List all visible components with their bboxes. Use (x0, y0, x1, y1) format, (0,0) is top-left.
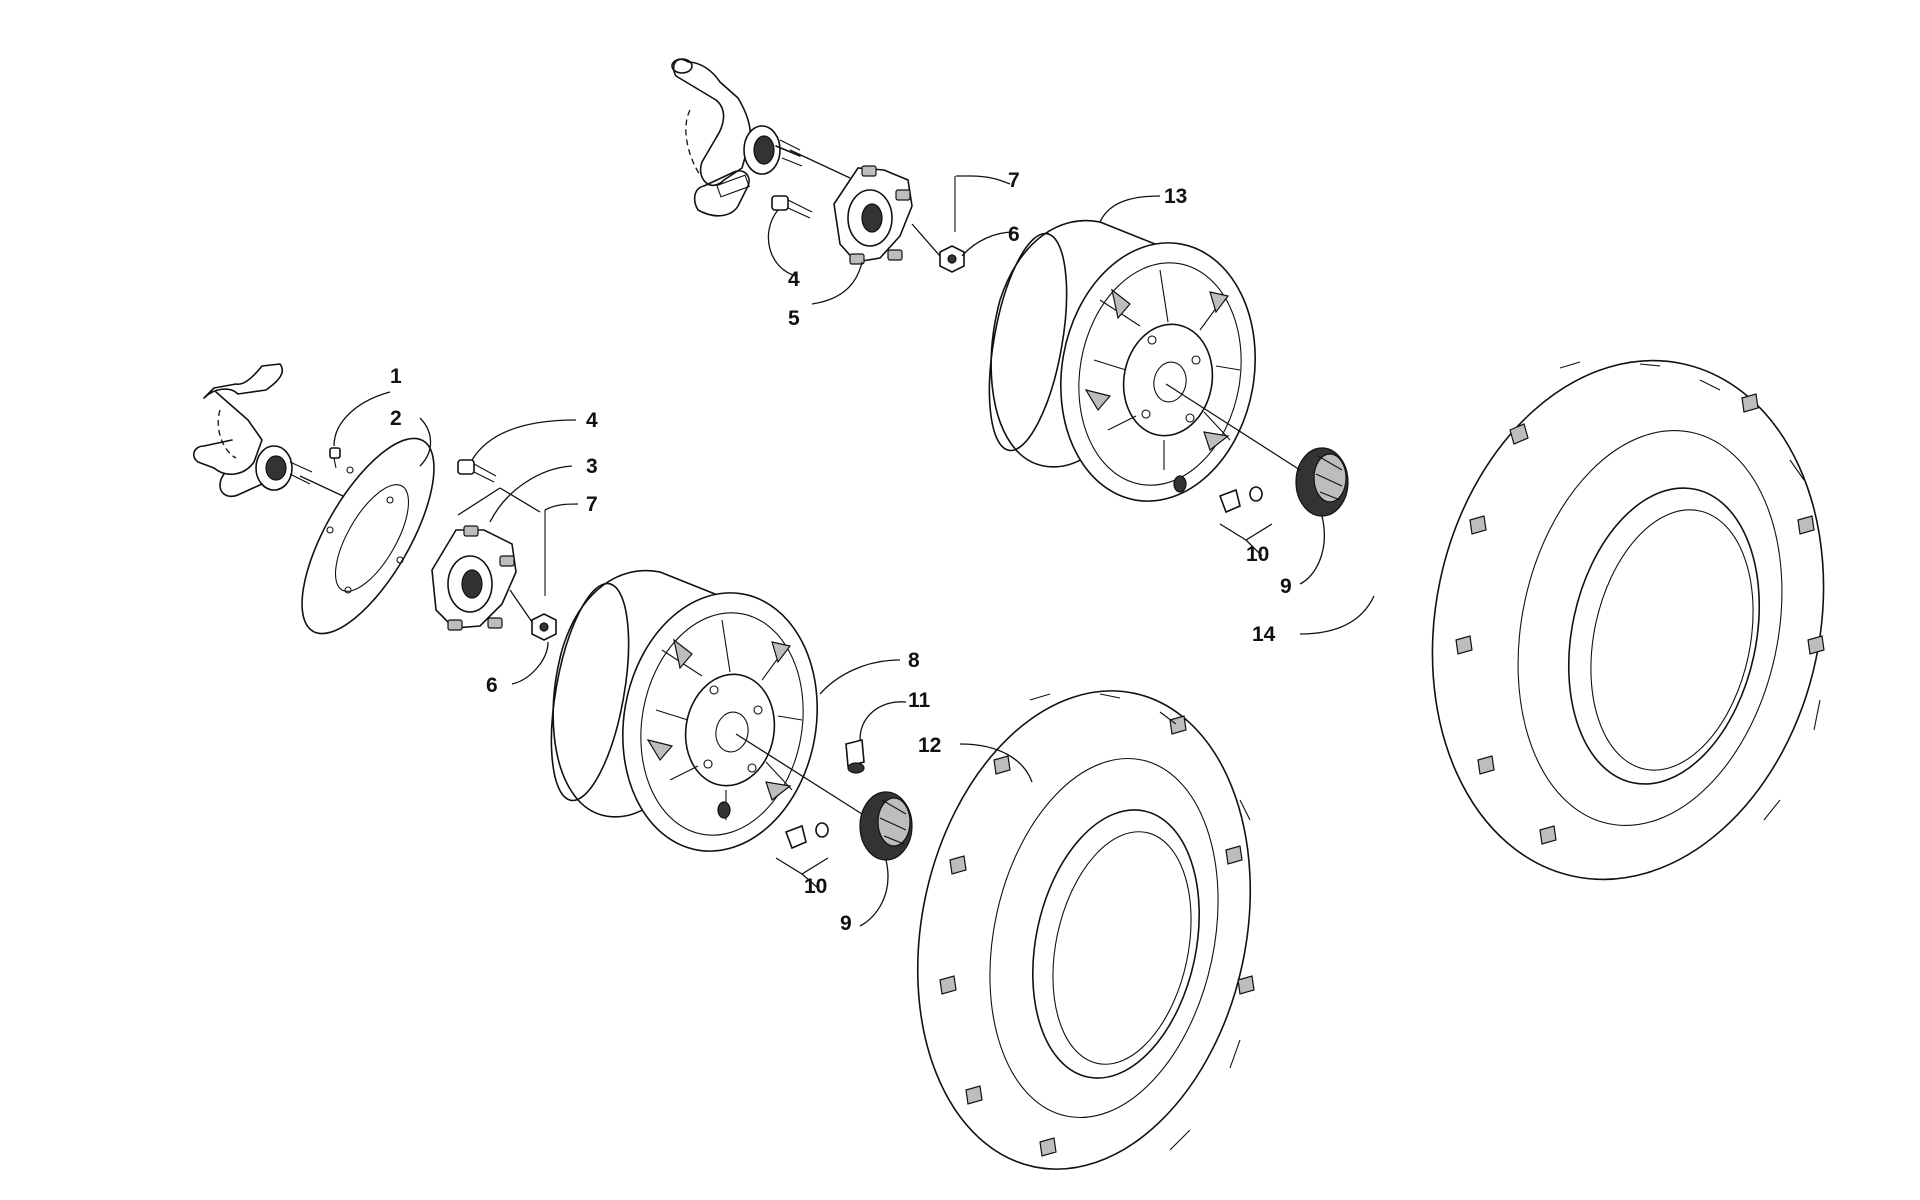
upper-hub-cap (1165, 383, 1349, 517)
callout-9: 9 (1280, 575, 1292, 598)
callout-7: 7 (586, 493, 598, 516)
callout-10: 10 (1246, 543, 1269, 566)
upper-steering-knuckle (671, 58, 781, 217)
callout-3: 3 (586, 455, 598, 478)
callout-6: 6 (486, 674, 498, 697)
lower-hub-cap (735, 733, 913, 861)
lower-tire (916, 690, 1255, 1170)
callout-4: 4 (586, 409, 598, 432)
callout-9: 9 (840, 912, 852, 935)
brake-disc (301, 437, 435, 635)
leader-lines (333, 175, 1375, 927)
lower-axle-nut (509, 510, 557, 641)
lower-hub (431, 525, 517, 631)
callout-13: 13 (1164, 185, 1187, 208)
lug-nut (845, 738, 865, 774)
callout-labels: 1 2 3 4 4 5 6 6 7 7 8 9 9 10 10 11 12 13… (390, 169, 1292, 935)
callout-5: 5 (788, 307, 800, 330)
callout-10: 10 (804, 875, 827, 898)
upper-wheel-rim (988, 219, 1256, 502)
upper-hub-stud (771, 195, 813, 219)
lower-wheel-rim (550, 569, 818, 852)
upper-tire (1431, 359, 1825, 881)
callout-1: 1 (390, 365, 402, 388)
lower-steering-knuckle (192, 363, 293, 498)
upper-spindle (775, 139, 851, 179)
callout-2: 2 (390, 407, 402, 430)
lower-valve-stem (775, 822, 829, 875)
upper-valve-stem (1218, 486, 1273, 541)
callout-7: 7 (1008, 169, 1020, 192)
upper-hub (833, 165, 913, 265)
callout-12: 12 (918, 734, 941, 757)
callout-14: 14 (1252, 623, 1276, 646)
brake-disc-bolt (329, 447, 341, 469)
lower-hub-stud (457, 459, 541, 516)
callout-4: 4 (788, 268, 800, 291)
callout-11: 11 (908, 689, 931, 712)
callout-6: 6 (1008, 223, 1020, 246)
callout-8: 8 (908, 649, 920, 672)
upper-axle-nut (911, 176, 965, 273)
